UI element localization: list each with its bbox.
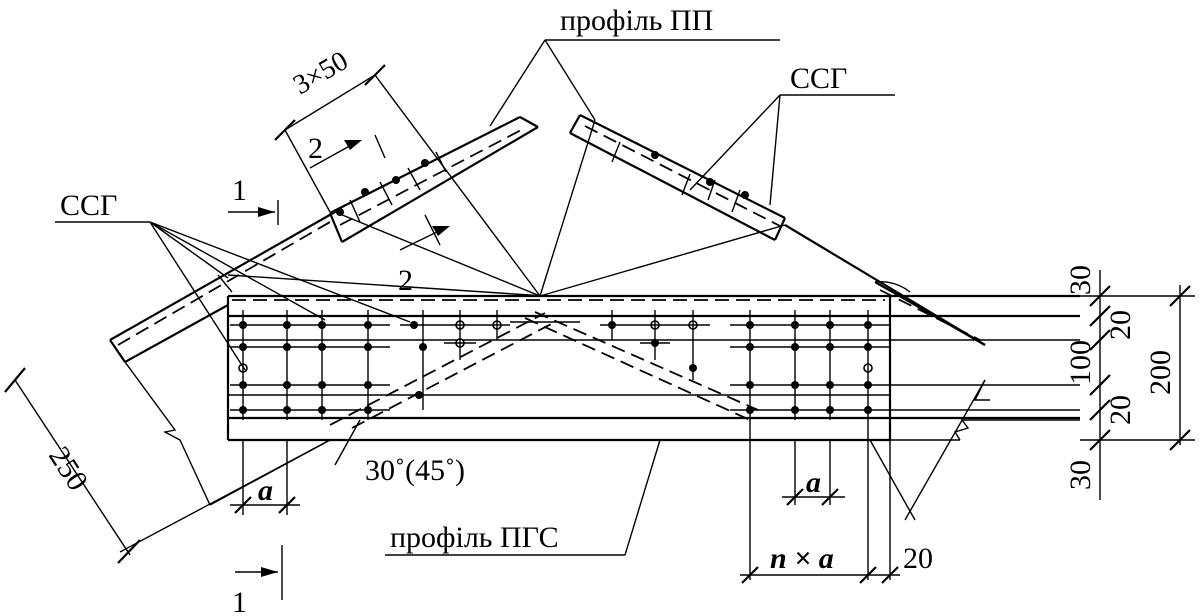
internal-diagonal-braces	[329, 311, 759, 429]
label-section-2-bottom: 2	[398, 264, 413, 297]
label-ssg-left: ССГ	[60, 189, 117, 222]
label-a-right: a	[806, 466, 821, 499]
label-angle: 30˚(45˚)	[365, 454, 465, 487]
drawing-labels: профіль ПП ССГ ССГ профіль ПГС 3×50 1 1 …	[42, 4, 1177, 616]
girder-bolt-group-right	[600, 310, 890, 420]
horizontal-girder-profile-pgs	[226, 294, 1080, 442]
label-spacing-3x50: 3×50	[288, 45, 354, 101]
right-inclined-element	[539, 114, 990, 521]
label-profile-pp: профіль ПП	[560, 4, 713, 37]
leader-lines	[55, 39, 895, 556]
label-n-times-a: n × a	[770, 542, 834, 575]
girder-bolt-group-left	[230, 310, 510, 420]
dimension-lines	[4, 64, 1195, 600]
label-profile-pgs: профіль ПГС	[390, 521, 559, 554]
label-dim-100: 100	[1064, 340, 1097, 385]
left-inclined-element	[109, 116, 546, 506]
label-section-1-bottom: 1	[232, 586, 247, 616]
label-a-left: a	[258, 474, 273, 507]
label-dim-30-bottom: 30	[1064, 460, 1097, 490]
label-dim-200: 200	[1144, 350, 1177, 395]
label-section-1-top: 1	[232, 174, 247, 207]
label-ssg-top-right: ССГ	[790, 62, 847, 95]
label-dim-20-b: 20	[1104, 395, 1137, 425]
label-section-2-top: 2	[308, 132, 323, 165]
label-dim-30-top: 30	[1064, 265, 1097, 295]
label-dim-20-a: 20	[1104, 310, 1137, 340]
label-dim-20-bottom: 20	[903, 542, 933, 575]
